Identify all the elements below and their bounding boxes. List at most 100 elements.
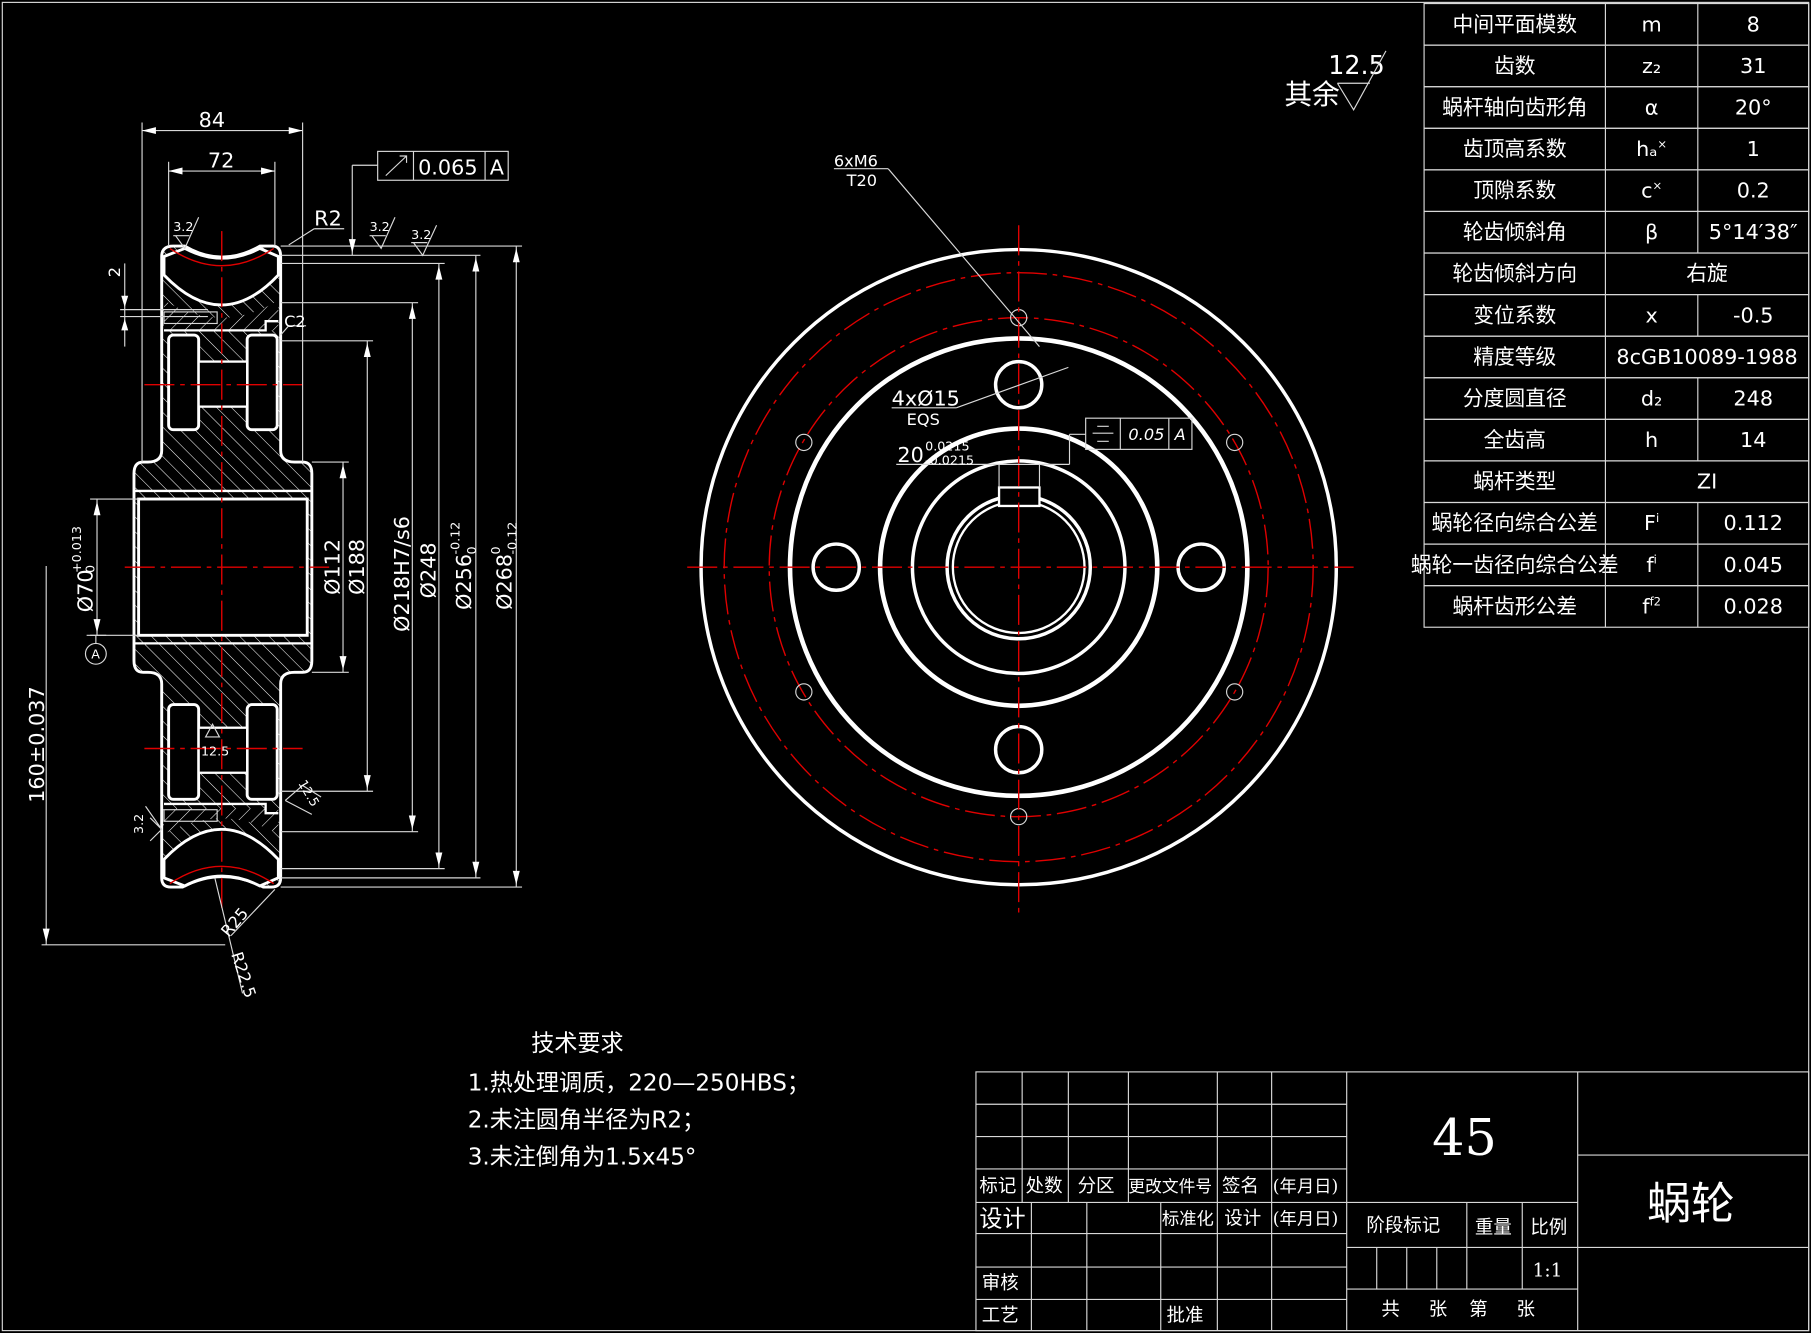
dim-d268-lower: -0.12 bbox=[504, 522, 519, 555]
param-value: -0.5 bbox=[1733, 303, 1774, 327]
label-standardization: 标准化 bbox=[1162, 1209, 1214, 1229]
param-name: 轮齿倾斜方向 bbox=[1452, 262, 1577, 286]
param-symbol-main: F bbox=[1644, 511, 1656, 535]
param-symbol-sup: × bbox=[1652, 178, 1662, 192]
dim-d248: Ø248 bbox=[416, 542, 440, 598]
bolt-hole-spec: 4xØ15 bbox=[892, 386, 960, 410]
symmetry-icon bbox=[1092, 425, 1114, 442]
param-symbol-main: x bbox=[1645, 303, 1657, 327]
dim-width-72: 72 bbox=[208, 149, 234, 173]
label-sheet-unit: 张 bbox=[1516, 1300, 1534, 1321]
label-design-2: 设计 bbox=[1224, 1208, 1261, 1229]
keyway-lower-tol: -0.0215 bbox=[925, 452, 974, 467]
param-row: 轮齿倾斜方向 右旋 bbox=[1423, 252, 1810, 296]
dim-d218-fit: Ø218H7/s6 bbox=[390, 516, 414, 632]
datum-a-marker: A bbox=[84, 634, 107, 665]
param-value: 14 bbox=[1740, 428, 1766, 452]
surface-note-value: 12.5 bbox=[1328, 50, 1385, 80]
param-value: 8cGB10089-1988 bbox=[1616, 345, 1797, 369]
tech-title: 技术要求 bbox=[531, 1031, 623, 1057]
radius-r2: R2 bbox=[314, 206, 342, 230]
header-mark: 标记 bbox=[979, 1176, 1016, 1197]
dim-d256-base: Ø256 bbox=[452, 554, 476, 610]
param-name: 顶隙系数 bbox=[1473, 179, 1556, 203]
dim-d268: Ø268 0 -0.12 bbox=[488, 522, 519, 610]
dim-d70-bore: Ø70 +0.013 0 bbox=[69, 526, 98, 612]
runout-datum: A bbox=[490, 155, 505, 179]
param-symbol-main: α bbox=[1645, 95, 1659, 119]
param-value: 20° bbox=[1735, 95, 1772, 119]
param-symbol: β bbox=[1645, 220, 1658, 244]
param-value: 右旋 bbox=[1686, 262, 1728, 286]
technical-requirements: 技术要求 1.热处理调质，220—250HBS； 2.未注圆角半径为R2； 3.… bbox=[468, 1031, 810, 1170]
title-block: 标记 处数 分区 更改文件号 签名 (年月日) 设计 标准化 设计 (年月日) … bbox=[975, 1071, 1810, 1332]
dim-d256-upper: -0.12 bbox=[448, 522, 463, 555]
param-symbol-main: hₐ bbox=[1636, 137, 1657, 161]
material: 45 bbox=[1432, 1108, 1497, 1167]
threaded-hole-depth: T20 bbox=[846, 171, 877, 190]
param-symbol: d₂ bbox=[1641, 386, 1663, 410]
runout-tolerance-frame: 0.065 A bbox=[377, 150, 509, 181]
label-approve: 批准 bbox=[1167, 1305, 1204, 1326]
label-review: 审核 bbox=[982, 1273, 1019, 1294]
dim-d112: Ø112 bbox=[321, 539, 345, 595]
roughness-value: 3.2 bbox=[173, 219, 193, 234]
param-name: 变位系数 bbox=[1473, 303, 1556, 327]
param-value: ZI bbox=[1697, 470, 1717, 494]
label-date-2: (年月日) bbox=[1273, 1209, 1338, 1229]
param-row: 变位系数 x -0.5 bbox=[1423, 294, 1810, 337]
part-name: 蜗轮 bbox=[1647, 1179, 1735, 1230]
param-symbol: fi bbox=[1646, 553, 1657, 577]
param-name: 齿数 bbox=[1494, 54, 1536, 78]
roughness-value: 12.5 bbox=[201, 743, 229, 758]
tech-item: 3.未注倒角为1.5x45° bbox=[468, 1144, 697, 1170]
runout-arrow-icon bbox=[385, 155, 408, 177]
param-name: 精度等级 bbox=[1473, 345, 1556, 369]
label-sheets-total: 共 bbox=[1381, 1300, 1399, 1321]
label-process: 工艺 bbox=[982, 1305, 1019, 1326]
param-name: 蜗轮一齿径向综合公差 bbox=[1411, 553, 1619, 577]
param-symbol: α bbox=[1645, 95, 1659, 119]
param-symbol: z₂ bbox=[1642, 54, 1661, 78]
param-symbol: m bbox=[1641, 12, 1661, 36]
roughness-symbol-icon: 3.2 3.2 3.2 12.5 3.2 12.5 bbox=[131, 216, 438, 842]
param-symbol-main: d₂ bbox=[1641, 386, 1663, 410]
header-date: (年月日) bbox=[1273, 1177, 1338, 1197]
roughness-value: 3.2 bbox=[131, 814, 146, 834]
roughness-value: 3.2 bbox=[411, 227, 431, 242]
scale-value: 1:1 bbox=[1533, 1260, 1563, 1281]
param-name: 齿顶高系数 bbox=[1463, 137, 1567, 161]
param-symbol: h bbox=[1645, 428, 1658, 452]
header-zone: 分区 bbox=[1078, 1176, 1115, 1197]
roughness-symbol-icon bbox=[1336, 50, 1387, 111]
param-symbol: x bbox=[1645, 303, 1657, 327]
param-value: 5°14′38″ bbox=[1709, 220, 1798, 244]
param-name: 蜗轮径向综合公差 bbox=[1432, 511, 1598, 535]
param-symbol-main: m bbox=[1641, 12, 1661, 36]
param-symbol-sup: f2 bbox=[1650, 594, 1661, 608]
param-symbol-main: z₂ bbox=[1642, 54, 1661, 78]
surface-note-label: 其余 bbox=[1284, 78, 1340, 111]
dim-d256: Ø256 -0.12 0 bbox=[448, 522, 479, 610]
dim-2: 2 bbox=[105, 267, 124, 277]
param-value: 0.2 bbox=[1737, 179, 1770, 203]
dim-width-84: 84 bbox=[199, 108, 225, 132]
param-name: 蜗杆轴向齿形角 bbox=[1442, 95, 1587, 119]
dim-d70-base: Ø70 bbox=[73, 569, 97, 612]
param-symbol-sup: i bbox=[1654, 553, 1657, 567]
dim-d70-upper: +0.013 bbox=[69, 526, 84, 573]
header-sign: 签名 bbox=[1222, 1176, 1259, 1197]
dim-d188: Ø188 bbox=[345, 539, 369, 595]
param-symbol: ff2 bbox=[1642, 594, 1661, 618]
param-value: 248 bbox=[1733, 386, 1773, 410]
surface-roughness-note: 其余 12.5 bbox=[1284, 50, 1387, 111]
dim-center-distance: 160±0.037 bbox=[25, 686, 49, 802]
header-doc-no: 更改文件号 bbox=[1128, 1176, 1212, 1196]
